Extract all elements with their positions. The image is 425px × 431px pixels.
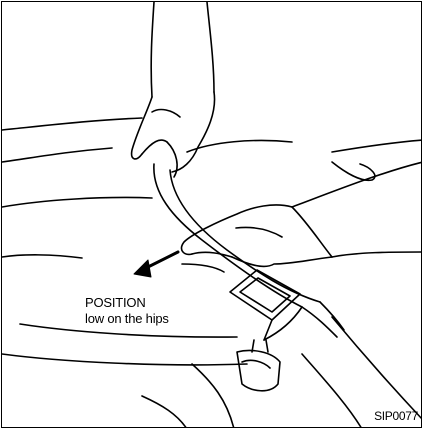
position-callout: POSITION low on the hips bbox=[85, 295, 169, 327]
figure-code: SIP0077 bbox=[374, 409, 418, 423]
seat-belt-illustration bbox=[2, 2, 422, 428]
arrow-down-left-icon bbox=[134, 252, 178, 277]
callout-line-1: POSITION bbox=[85, 295, 169, 311]
upper-hand bbox=[132, 2, 215, 177]
buckle bbox=[230, 270, 300, 391]
callout-line-2: low on the hips bbox=[85, 311, 169, 327]
seat-cushion-outline bbox=[2, 118, 422, 428]
lower-hand bbox=[182, 162, 422, 272]
